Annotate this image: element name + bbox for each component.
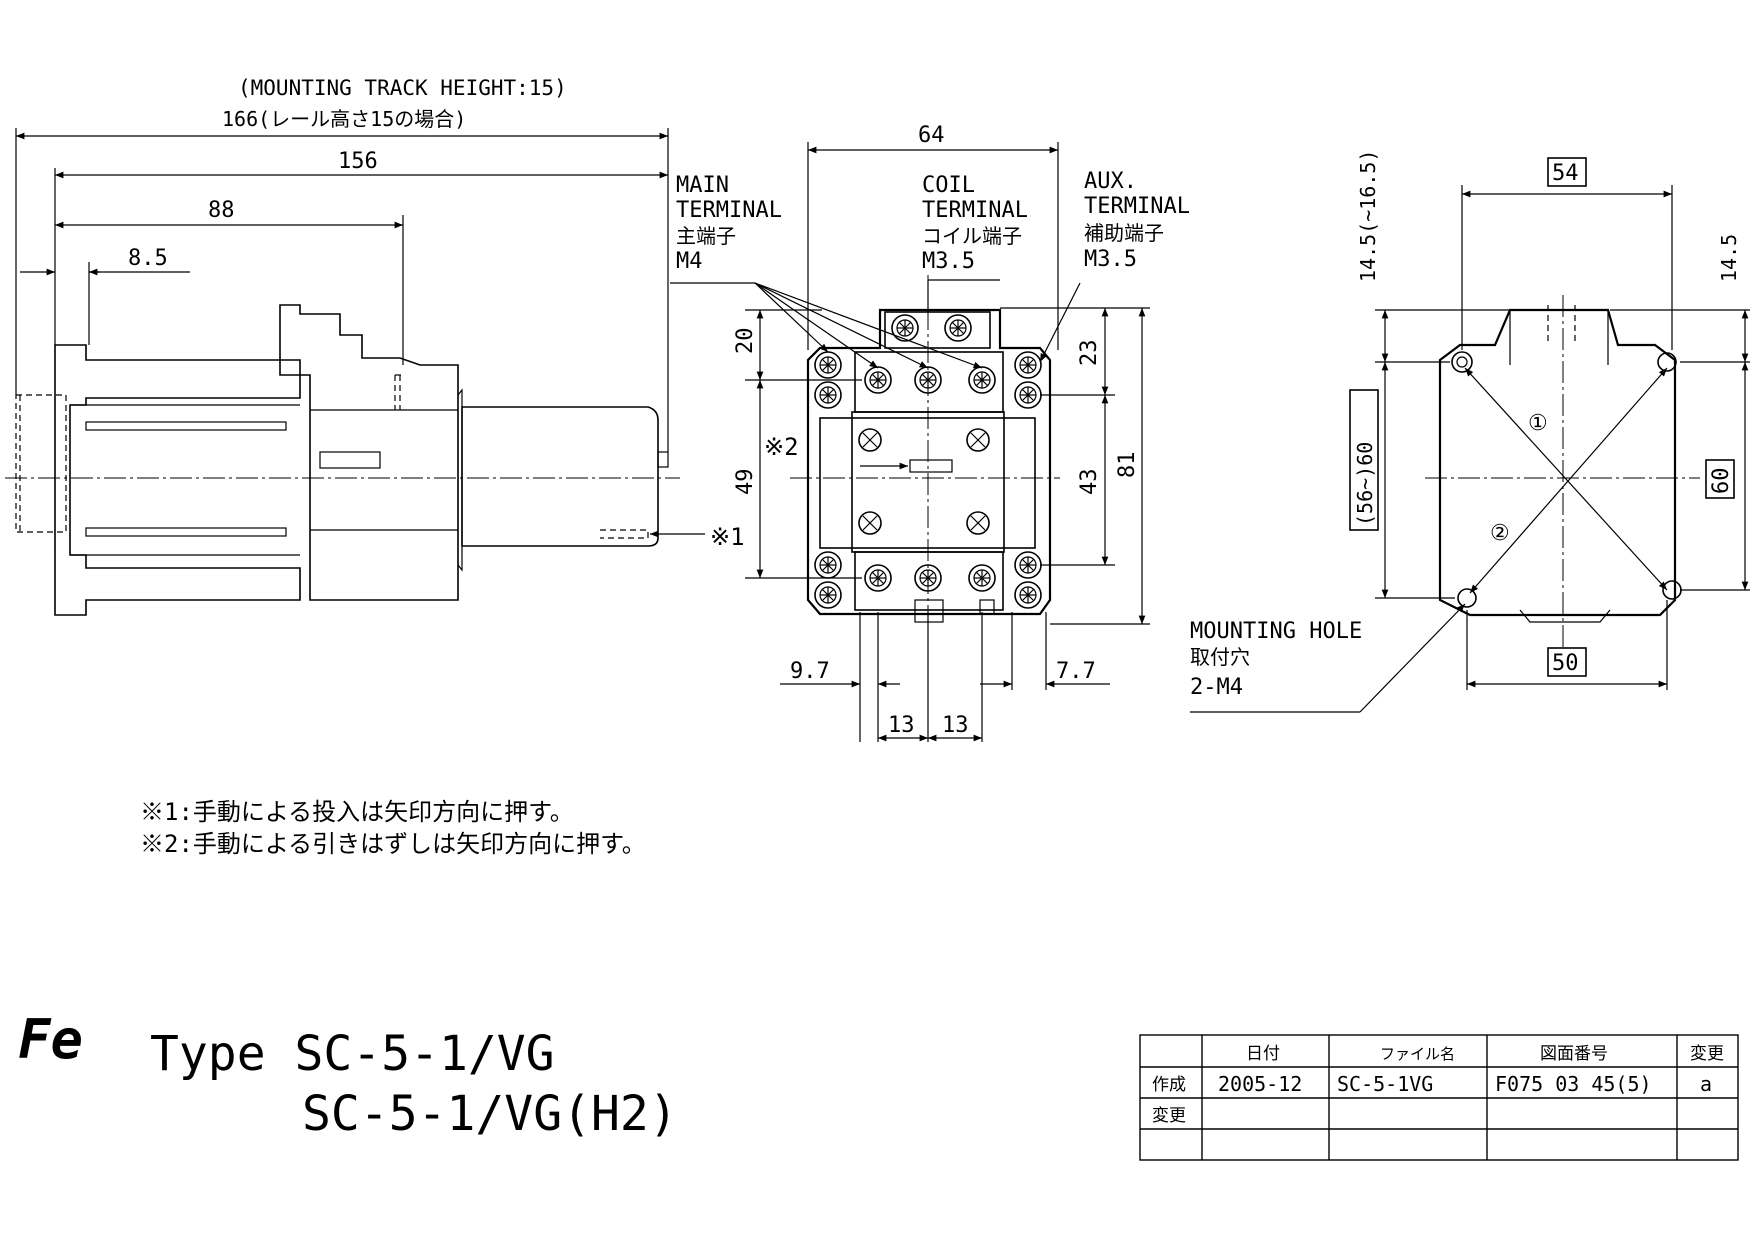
dim-13-left: 13 bbox=[888, 713, 915, 738]
dim-8-5: 8.5 bbox=[128, 246, 168, 271]
aux-terminal-label: AUX. TERMINAL 補助端子 M3.5 bbox=[1084, 169, 1190, 272]
dim-total-length: 166(レール高さ15の場合) bbox=[222, 107, 466, 131]
front-view: 64 MAIN TERMINAL 主端子 M4 COIL TERMINAL コイ… bbox=[670, 123, 1190, 742]
svg-text:M3.5: M3.5 bbox=[1084, 247, 1137, 272]
type-line-1: Type SC-5-1/VG bbox=[150, 1026, 555, 1082]
side-view: (MOUNTING TRACK HEIGHT:15) 166(レール高さ15の場… bbox=[5, 76, 745, 616]
header-drawing-no: 図面番号 bbox=[1540, 1044, 1608, 1064]
circle-label-1: ① bbox=[1528, 411, 1548, 436]
row-created-file: SC-5-1VG bbox=[1337, 1072, 1433, 1096]
dim-43: 43 bbox=[1077, 469, 1102, 496]
svg-text:MOUNTING HOLE: MOUNTING HOLE bbox=[1190, 619, 1362, 644]
dim-54: 54 bbox=[1552, 161, 1579, 186]
svg-text:TERMINAL: TERMINAL bbox=[1084, 194, 1190, 219]
svg-text:COIL: COIL bbox=[922, 173, 975, 198]
title-block-table: 日付 ファイル名 図面番号 変更 作成 2005-12 SC-5-1VG F07… bbox=[1139, 1034, 1739, 1161]
header-revision: 変更 bbox=[1690, 1044, 1724, 1064]
svg-text:補助端子: 補助端子 bbox=[1084, 221, 1164, 245]
row-created-label: 作成 bbox=[1152, 1075, 1186, 1095]
dim-60: 60 bbox=[1709, 468, 1734, 495]
notes: ※1:手動による投入は矢印方向に押す。 ※2:手動による引きはずしは矢印方向に押… bbox=[140, 798, 646, 858]
svg-text:MAIN: MAIN bbox=[676, 173, 729, 198]
svg-text:主端子: 主端子 bbox=[676, 224, 736, 248]
note-mark-2: ※2 bbox=[764, 433, 799, 461]
dim-23: 23 bbox=[1077, 340, 1102, 367]
svg-text:AUX.: AUX. bbox=[1084, 169, 1137, 194]
dim-7-7: 7.7 bbox=[1056, 659, 1096, 684]
row-created-revision: a bbox=[1700, 1072, 1712, 1096]
svg-text:コイル端子: コイル端子 bbox=[922, 224, 1022, 248]
header-date: 日付 bbox=[1246, 1044, 1280, 1064]
note-mark-1: ※1 bbox=[710, 523, 745, 551]
dim-13-right: 13 bbox=[942, 713, 969, 738]
dim-56-60: (56~)60 bbox=[1353, 442, 1377, 526]
dim-64: 64 bbox=[918, 123, 945, 148]
note-1: ※1:手動による投入は矢印方向に押す。 bbox=[140, 798, 574, 826]
circle-label-2: ② bbox=[1490, 521, 1510, 546]
mounting-view: 54 50 60 (56~)60 14.5(~16.5) 14.5 ① ② MO… bbox=[1190, 150, 1750, 713]
track-height-note: (MOUNTING TRACK HEIGHT:15) bbox=[238, 76, 567, 100]
svg-text:TERMINAL: TERMINAL bbox=[676, 198, 782, 223]
main-terminal-label: MAIN TERMINAL 主端子 M4 bbox=[676, 173, 782, 274]
dim-156: 156 bbox=[338, 149, 378, 174]
header-filename: ファイル名 bbox=[1380, 1045, 1455, 1063]
svg-text:M4: M4 bbox=[676, 249, 703, 274]
note-2: ※2:手動による引きはずしは矢印方向に押す。 bbox=[140, 830, 646, 858]
fuji-logo: Fe bbox=[18, 1008, 83, 1071]
dim-14-5-left: 14.5(~16.5) bbox=[1356, 150, 1380, 282]
dim-14-5-right: 14.5 bbox=[1717, 234, 1741, 282]
svg-text:M3.5: M3.5 bbox=[922, 249, 975, 274]
coil-terminal-label: COIL TERMINAL コイル端子 M3.5 bbox=[922, 173, 1028, 274]
svg-text:TERMINAL: TERMINAL bbox=[922, 198, 1028, 223]
type-line-2: SC-5-1/VG(H2) bbox=[302, 1086, 678, 1142]
dim-88: 88 bbox=[208, 198, 235, 223]
row-created-date: 2005-12 bbox=[1218, 1072, 1302, 1096]
dim-50: 50 bbox=[1552, 651, 1579, 676]
mounting-hole-label: MOUNTING HOLE 取付穴 2-M4 bbox=[1190, 619, 1362, 700]
svg-text:2-M4: 2-M4 bbox=[1190, 675, 1243, 700]
row-created-drawing-no: F075 03 45(5) bbox=[1495, 1072, 1652, 1096]
row-change-label: 変更 bbox=[1152, 1106, 1186, 1126]
dim-81: 81 bbox=[1115, 452, 1140, 479]
svg-text:取付穴: 取付穴 bbox=[1190, 645, 1250, 669]
dim-9-7: 9.7 bbox=[790, 659, 830, 684]
dim-49: 49 bbox=[733, 469, 758, 496]
dim-20: 20 bbox=[733, 328, 758, 355]
title-area: Fe Type SC-5-1/VG SC-5-1/VG(H2) bbox=[18, 1008, 678, 1142]
